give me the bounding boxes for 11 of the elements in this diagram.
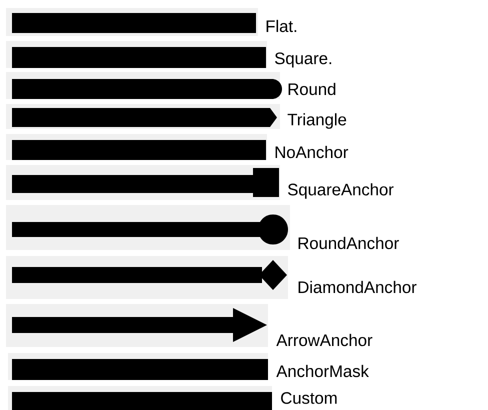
- cap-label: Custom: [281, 392, 337, 404]
- cap-label: RoundAnchor: [298, 236, 399, 250]
- cap-label: ArrowAnchor: [276, 334, 372, 346]
- cap-label: NoAnchor: [276, 146, 348, 158]
- cap-label: AnchorMask: [276, 364, 369, 378]
- cap-label: Triangle: [288, 113, 346, 129]
- cap-label: SquareAnchor: [288, 183, 394, 199]
- cap-label: Round: [288, 82, 336, 96]
- cap-label: Square.: [275, 52, 332, 68]
- cap-label: DiamondAnchor: [298, 280, 416, 294]
- cap-label: Flat.: [266, 20, 296, 32]
